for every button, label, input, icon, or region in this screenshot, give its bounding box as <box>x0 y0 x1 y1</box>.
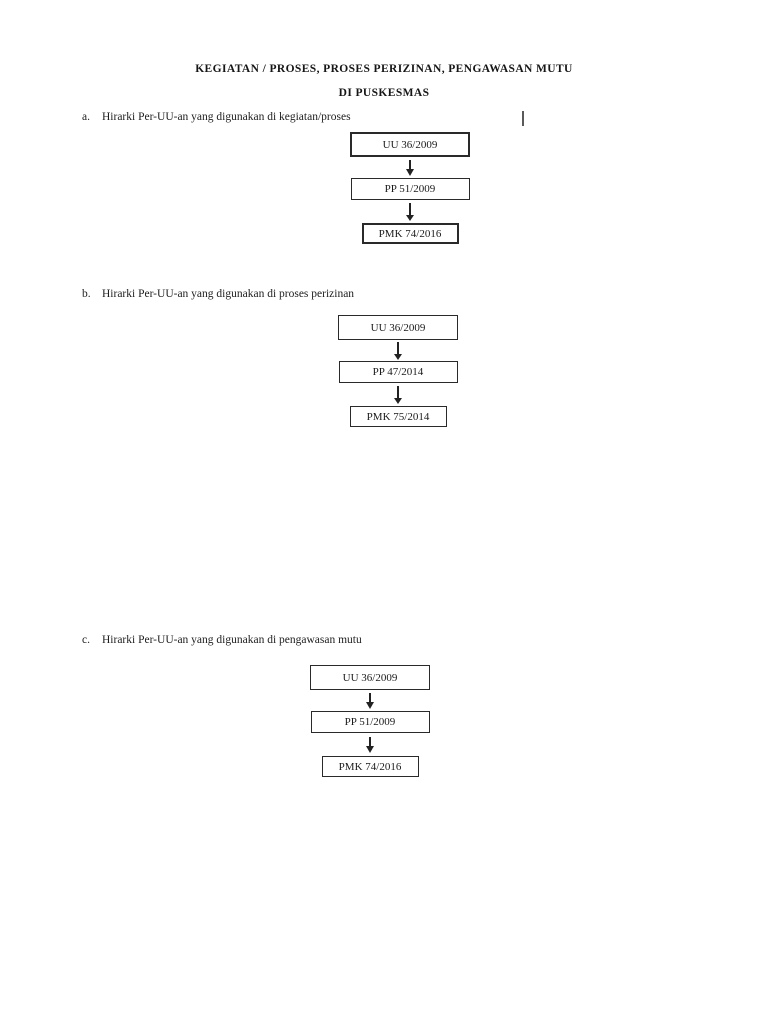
flow-box-pp: PP 51/2009 <box>310 711 430 733</box>
flowchart-pengawasan-mutu: UU 36/2009 PP 51/2009 PMK 74/2016 <box>310 665 430 777</box>
section-a-label: a. <box>82 111 90 123</box>
arrow-down-icon <box>366 690 374 711</box>
section-a-heading-text: Hirarki Per-UU-an yang digunakan di kegi… <box>102 111 351 123</box>
arrow-down-icon <box>394 340 402 361</box>
flow-box-uu: UU 36/2009 <box>338 315 458 340</box>
flow-box-pmk: PMK 74/2016 <box>321 756 419 777</box>
section-c-label: c. <box>82 634 90 646</box>
section-b-heading-text: Hirarki Per-UU-an yang digunakan di pros… <box>102 288 355 300</box>
flow-box-pp: PP 47/2014 <box>338 361 458 383</box>
arrow-down-icon <box>406 200 414 223</box>
flow-box-uu: UU 36/2009 <box>350 132 470 157</box>
arrow-down-icon <box>366 733 374 756</box>
page-subtitle: DI PUSKESMAS <box>338 87 430 99</box>
text-cursor <box>522 111 524 126</box>
flowchart-kegiatan-proses: UU 36/2009 PP 51/2009 PMK 74/2016 <box>350 132 470 244</box>
section-b-heading: b. Hirarki Per-UU-an yang digunakan di p… <box>82 288 354 300</box>
section-c-heading: c. Hirarki Per-UU-an yang digunakan di p… <box>82 634 362 646</box>
flow-box-pmk: PMK 75/2014 <box>349 406 447 427</box>
section-a-heading: a. Hirarki Per-UU-an yang digunakan di k… <box>82 111 351 123</box>
flow-box-pp: PP 51/2009 <box>350 178 470 200</box>
flow-box-pmk: PMK 74/2016 <box>361 223 459 244</box>
arrow-down-icon <box>394 383 402 406</box>
flowchart-proses-perizinan: UU 36/2009 PP 47/2014 PMK 75/2014 <box>338 315 458 427</box>
page-title: KEGIATAN / PROSES, PROSES PERIZINAN, PEN… <box>195 63 573 75</box>
section-c-heading-text: Hirarki Per-UU-an yang digunakan di peng… <box>102 634 362 646</box>
section-b-label: b. <box>82 288 91 300</box>
arrow-down-icon <box>406 157 414 178</box>
flow-box-uu: UU 36/2009 <box>310 665 430 690</box>
